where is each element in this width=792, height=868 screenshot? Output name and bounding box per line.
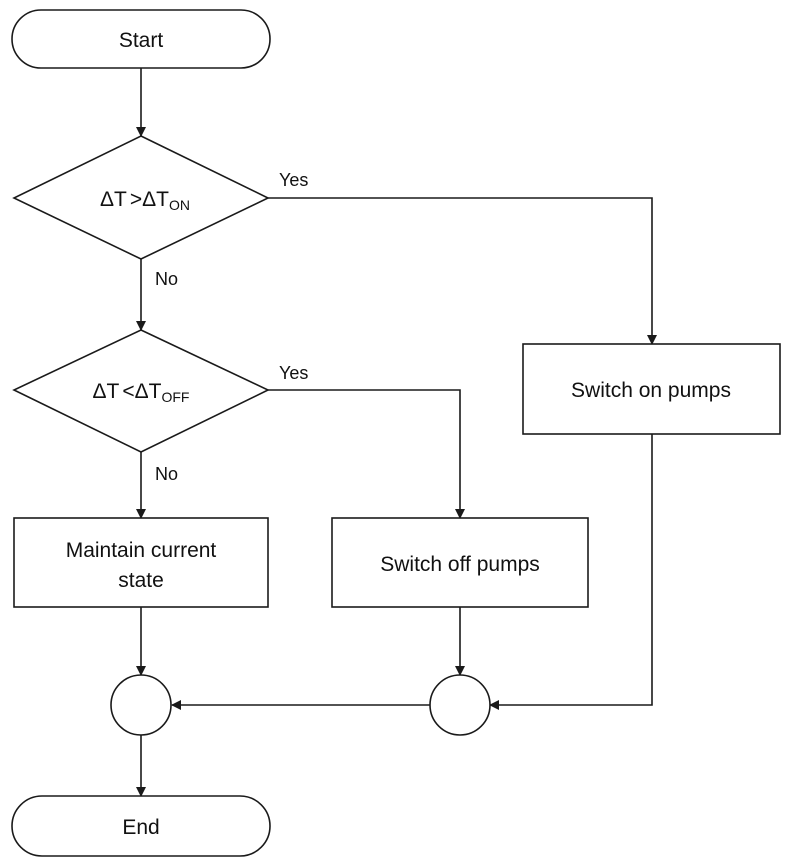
maintain-shape [13,517,269,608]
switch-on-shape [522,343,781,435]
end-shape [11,795,271,857]
switch-off-process: Switch off pumps [331,517,589,608]
edge-decision-off-yes [268,389,465,519]
edge-decision-on-yes [268,197,657,345]
decision-off-shape [12,329,270,453]
decision-on-subscript: ON [169,197,190,213]
maintain-label-line2: state [118,569,164,592]
decision-on-symbol: ΔT [142,188,169,211]
merge-node-left [110,674,172,736]
decision-off-symbol: ΔT [135,380,162,403]
end-label: End [122,816,159,839]
decision-off-prefix: ΔT [93,380,120,403]
edge-label-on-no: No [155,269,178,289]
edge-label-off-yes: Yes [279,363,308,383]
start-terminal: Start [11,9,271,69]
edge-switch-on-to-merge-right [489,434,653,710]
decision-on-label: ΔT>ΔTON [100,188,190,213]
decision-off-op: < [122,380,134,403]
decision-on-prefix: ΔT [100,188,127,211]
maintain-process: Maintain current state [13,517,269,608]
decision-off: ΔT<ΔTOFF [12,329,270,453]
start-label: Start [119,29,164,52]
edge-label-off-no: No [155,464,178,484]
edge-label-on-yes: Yes [279,170,308,190]
decision-on-op: > [130,188,142,211]
switch-off-label: Switch off pumps [380,553,540,576]
switch-on-label: Switch on pumps [571,379,731,402]
maintain-label-line1: Maintain current [66,539,217,562]
connectors [136,68,657,797]
switch-off-shape [331,517,589,608]
switch-on-process: Switch on pumps [522,343,781,435]
decision-on-shape [12,135,270,260]
decision-off-label: ΔT<ΔTOFF [93,380,190,405]
decision-on: ΔT>ΔTON [12,135,270,260]
end-terminal: End [11,795,271,857]
start-shape [11,9,271,69]
merge-node-right [429,674,491,736]
decision-off-subscript: OFF [161,389,189,405]
